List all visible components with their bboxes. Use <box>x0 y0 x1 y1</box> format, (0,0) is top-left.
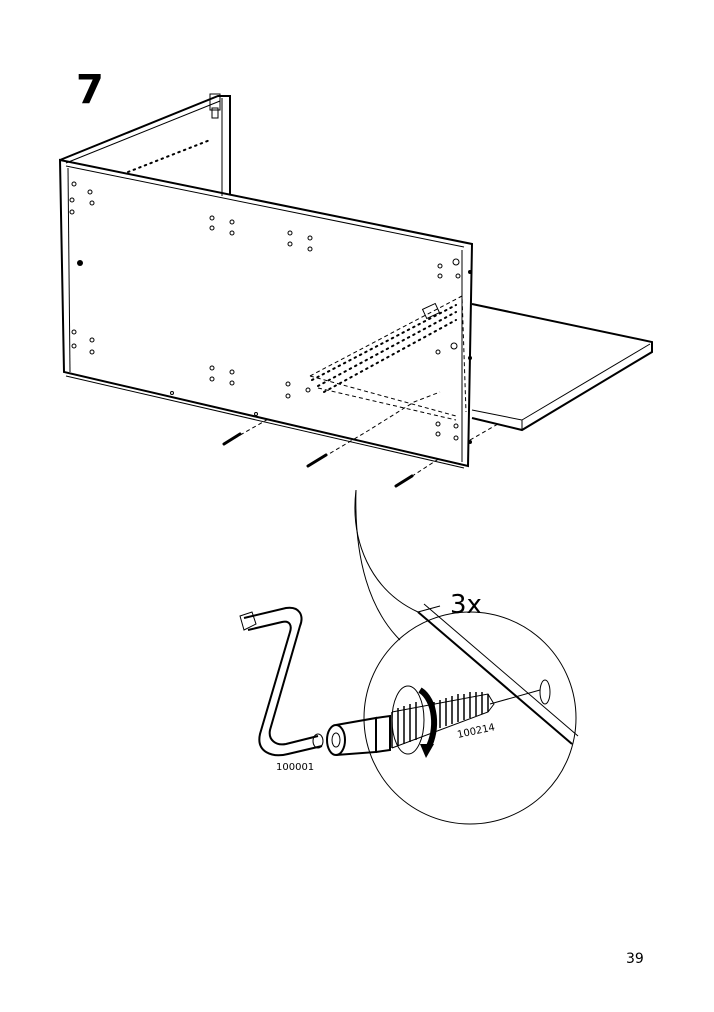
quantity-label: 3x <box>450 590 482 620</box>
rotation-arrow-icon <box>391 685 438 758</box>
cam-lock-screw-icon <box>326 692 495 756</box>
page-number: 39 <box>626 951 644 967</box>
step-number: 7 <box>76 67 104 113</box>
allen-key-icon <box>239 606 324 757</box>
tool-part-number: 100001 <box>276 762 314 773</box>
cabinet-frame-icon <box>58 93 653 469</box>
dowel-part-number: 100214 <box>456 722 496 741</box>
screw-insertion-icon <box>222 391 499 488</box>
detail-callout <box>354 489 579 825</box>
